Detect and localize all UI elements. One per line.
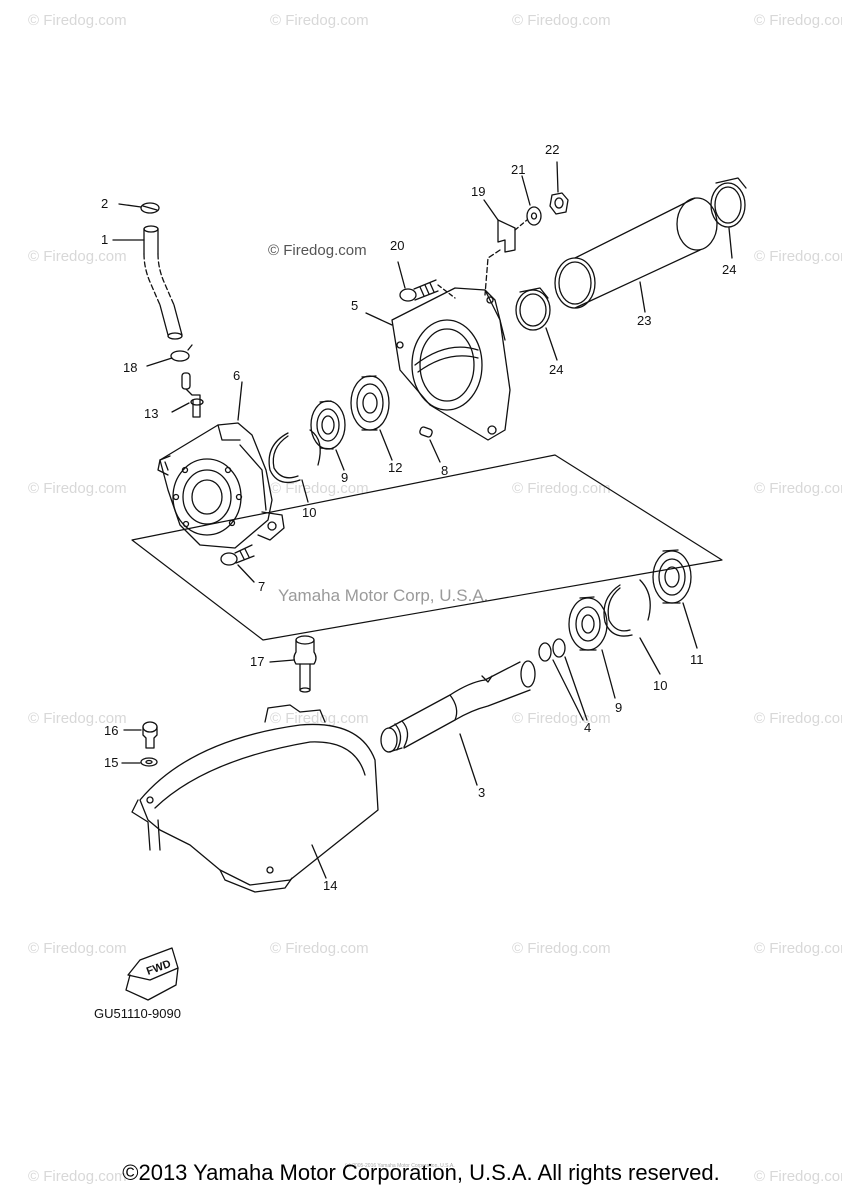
callout-13: 13 bbox=[144, 406, 159, 421]
callout-5: 5 bbox=[351, 298, 359, 313]
nipple-part-13 bbox=[171, 372, 204, 418]
bearing-part-12 bbox=[350, 375, 393, 461]
bearing-part-9-lower bbox=[568, 596, 616, 699]
watermark: © Firedog.com bbox=[754, 248, 842, 265]
bolt-part-20 bbox=[397, 261, 456, 302]
nut-part-22 bbox=[549, 161, 569, 215]
callout-20: 20 bbox=[390, 238, 405, 253]
callout-9-lower: 9 bbox=[615, 700, 623, 715]
watermark: © Firedog.com bbox=[28, 940, 127, 957]
callout-10-lower: 10 bbox=[653, 678, 668, 693]
bolt-part-7 bbox=[220, 544, 255, 583]
watermark: © Firedog.com bbox=[28, 1168, 127, 1185]
callout-22: 22 bbox=[545, 142, 560, 157]
bracket-part-19 bbox=[483, 199, 516, 296]
watermark: © Firedog.com bbox=[754, 12, 842, 29]
callout-16: 16 bbox=[104, 723, 119, 738]
callout-6: 6 bbox=[233, 368, 241, 383]
watermark: © Firedog.com bbox=[28, 248, 127, 265]
bearing-part-11 bbox=[652, 549, 698, 649]
watermark: © Firedog.com bbox=[754, 1168, 842, 1185]
bolt-part-16 bbox=[123, 721, 158, 749]
yamaha-watermark: Yamaha Motor Corp, U.S.A. bbox=[278, 586, 489, 605]
callout-24-right: 24 bbox=[722, 262, 737, 277]
callout-8: 8 bbox=[441, 463, 449, 478]
o-rings-part-4 bbox=[538, 638, 588, 721]
watermark: © Firedog.com bbox=[754, 940, 842, 957]
callout-15: 15 bbox=[104, 755, 119, 770]
plug-part-17 bbox=[269, 635, 317, 693]
watermark: © Firedog.com bbox=[512, 710, 611, 727]
callout-14: 14 bbox=[323, 878, 338, 893]
watermark: © Firedog.com bbox=[28, 710, 127, 727]
plate-part-5 bbox=[365, 287, 511, 441]
callout-4: 4 bbox=[584, 720, 592, 735]
callout-7: 7 bbox=[258, 579, 266, 594]
watermark: © Firedog.com bbox=[512, 480, 611, 497]
firedog-watermark-main: © Firedog.com bbox=[268, 242, 367, 259]
fine-print: (c) 2005-2016 Yamaha Motor Corporation, … bbox=[345, 1163, 455, 1169]
watermark: © Firedog.com bbox=[270, 480, 369, 497]
hose-clamp-part-24-left bbox=[515, 287, 558, 361]
watermark: © Firedog.com bbox=[754, 710, 842, 727]
watermark: © Firedog.com bbox=[28, 480, 127, 497]
callout-10-upper: 10 bbox=[302, 505, 317, 520]
bearing-part-9-upper bbox=[310, 400, 346, 471]
washer-part-15 bbox=[121, 757, 158, 767]
callout-2: 2 bbox=[101, 196, 109, 211]
hose-clamp-part-24-right bbox=[710, 177, 747, 259]
assembly-outline bbox=[131, 454, 723, 641]
clip-part-18 bbox=[146, 344, 193, 367]
forward-arrow-icon bbox=[125, 947, 179, 1001]
callout-11: 11 bbox=[690, 652, 704, 667]
watermark: © Firedog.com bbox=[754, 480, 842, 497]
callout-23: 23 bbox=[637, 313, 652, 328]
circlip-part-10-lower bbox=[603, 579, 661, 675]
callout-17: 17 bbox=[250, 654, 265, 669]
circlip-part-10-upper bbox=[268, 429, 321, 503]
diagram-code: GU51110-9090 bbox=[94, 1006, 181, 1021]
hose-part-23 bbox=[554, 197, 718, 313]
callout-24-left: 24 bbox=[549, 362, 564, 377]
watermark: © Firedog.com bbox=[270, 12, 369, 29]
copyright-footer: ©2013 Yamaha Motor Corporation, U.S.A. A… bbox=[122, 1160, 720, 1185]
pin-part-8 bbox=[419, 426, 441, 463]
washer-part-21 bbox=[514, 175, 542, 231]
callout-1: 1 bbox=[101, 232, 109, 247]
callout-18: 18 bbox=[123, 360, 138, 375]
callout-21: 21 bbox=[511, 162, 526, 177]
clip-part-2 bbox=[118, 202, 160, 214]
shaft-part-3 bbox=[380, 660, 536, 786]
callout-12: 12 bbox=[388, 460, 403, 475]
watermark: © Firedog.com bbox=[512, 12, 611, 29]
watermark: © Firedog.com bbox=[28, 12, 127, 29]
callout-19: 19 bbox=[471, 184, 486, 199]
watermark: © Firedog.com bbox=[512, 940, 611, 957]
hose-part-1 bbox=[112, 225, 183, 340]
callout-3: 3 bbox=[478, 785, 486, 800]
cover-part-14 bbox=[131, 704, 379, 893]
watermark: © Firedog.com bbox=[270, 710, 369, 727]
housing-part-6 bbox=[157, 381, 285, 549]
fwd-label: FWD bbox=[145, 958, 173, 978]
callout-9-upper: 9 bbox=[341, 470, 349, 485]
watermark: © Firedog.com bbox=[270, 940, 369, 957]
